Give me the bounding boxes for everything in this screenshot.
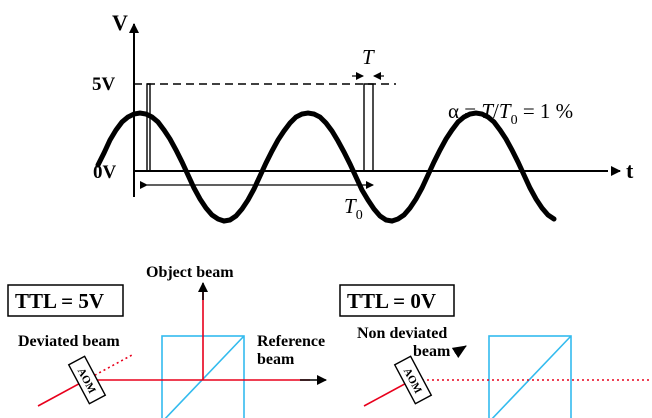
reference-beam-label-1: Reference bbox=[257, 333, 325, 350]
level-5v-label: 5V bbox=[92, 74, 116, 95]
aom-left: AOM bbox=[67, 355, 107, 405]
aom-right: AOM bbox=[393, 355, 433, 405]
ttl-0v-box bbox=[339, 284, 455, 317]
duty-cycle-formula: α = T/T0 = 1 % bbox=[448, 99, 573, 128]
beamsplitter-cube-right bbox=[488, 335, 572, 418]
ttl-5v-label: TTL = 5V bbox=[15, 289, 104, 313]
ttl-5v-box bbox=[7, 284, 124, 317]
panel-ttl-5v: TTL = 5V Object beam Deviated beam Refer… bbox=[7, 264, 327, 418]
period-label: T0 bbox=[344, 194, 363, 223]
timing-plot: V t 5V 0V T T0 α = T/T0 = 1 % bbox=[92, 10, 634, 224]
reference-beam-label-2: beam bbox=[257, 351, 295, 368]
non-deviated-beam-arrow bbox=[451, 345, 467, 359]
y-axis-label: V bbox=[112, 10, 128, 35]
deviated-beam-label: Deviated beam bbox=[18, 333, 120, 350]
x-axis-label: t bbox=[626, 158, 634, 183]
pulse-width-label: T bbox=[362, 45, 375, 69]
beamsplitter-diagonal-right bbox=[491, 335, 572, 418]
incident-beam-right bbox=[363, 379, 413, 407]
panel-ttl-0v: TTL = 0V Non deviated beam AOM bbox=[339, 284, 652, 418]
ttl-pulse-1 bbox=[134, 83, 151, 172]
non-deviated-beam-label-1: Non deviated bbox=[357, 325, 447, 342]
zero-order-beam-dotted bbox=[85, 354, 133, 381]
sine-wave bbox=[95, 110, 557, 224]
ttl-0v-label: TTL = 0V bbox=[347, 289, 436, 313]
non-deviated-beam-label-2: beam bbox=[413, 343, 451, 360]
incident-beam-left bbox=[37, 379, 87, 407]
object-beam-label: Object beam bbox=[146, 264, 234, 281]
ttl-pulse-2 bbox=[150, 83, 380, 172]
